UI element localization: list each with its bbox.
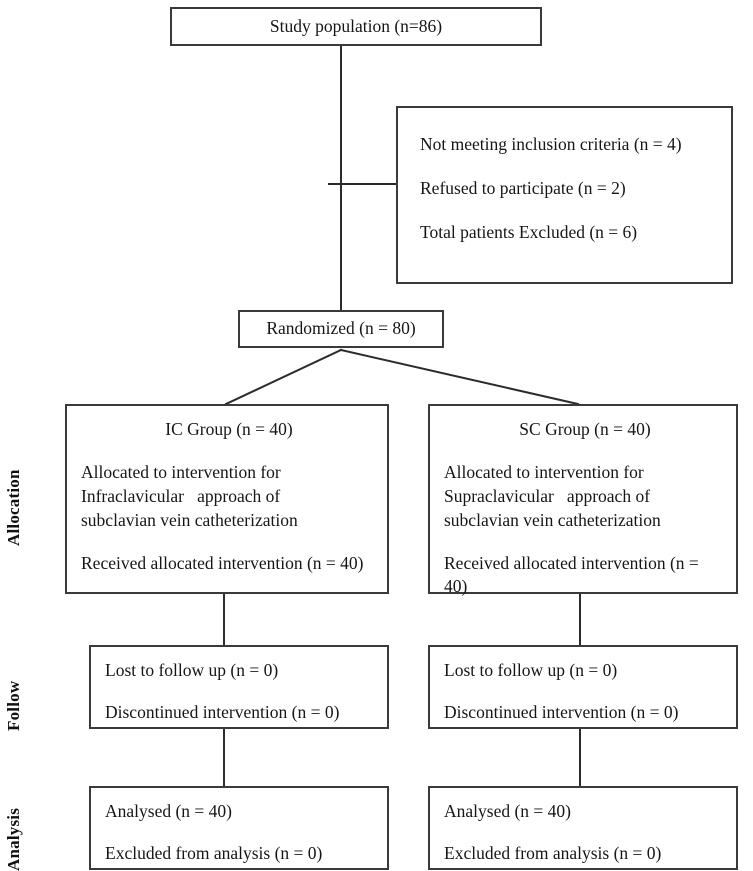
box-sc-analysis: Analysed (n = 40) Excluded from analysis… xyxy=(428,786,738,870)
randomized-text: Randomized (n = 80) xyxy=(266,318,416,339)
ic-allocated-line-3: subclavian vein catheterization xyxy=(81,510,298,531)
ic-follow-discontinued: Discontinued intervention (n = 0) xyxy=(105,702,340,723)
edge-randomized-to-ic xyxy=(224,348,343,406)
box-excluded: Not meeting inclusion criteria (n = 4) R… xyxy=(396,106,733,284)
sc-group-title: SC Group (n = 40) xyxy=(519,419,651,439)
ic-follow-lost: Lost to follow up (n = 0) xyxy=(105,660,279,680)
stage-label-follow: Follow xyxy=(4,680,23,731)
box-ic-group: IC Group (n = 40) Allocated to intervent… xyxy=(65,404,389,594)
excluded-line-total: Total patients Excluded (n = 6) xyxy=(420,222,638,243)
sc-analysis-excluded: Excluded from analysis (n = 0) xyxy=(444,843,662,864)
sc-allocated-line-3: subclavian vein catheterization xyxy=(444,510,661,531)
ic-allocated-line-2: Infraclavicular approach of xyxy=(81,486,281,507)
edge-randomized-to-sc xyxy=(339,348,580,406)
ic-group-allocated: Allocated to intervention for Infraclavi… xyxy=(81,461,377,532)
sc-group-received: Received allocated intervention (n = 40) xyxy=(444,553,704,597)
stage-label-analysis: Analysis xyxy=(4,807,23,871)
ic-group-received: Received allocated intervention (n = 40) xyxy=(81,553,364,574)
box-ic-follow-up: Lost to follow up (n = 0) Discontinued i… xyxy=(89,645,389,729)
ic-group-title: IC Group (n = 40) xyxy=(165,419,293,439)
box-ic-analysis: Analysed (n = 40) Excluded from analysis… xyxy=(89,786,389,870)
sc-allocated-line-2: Supraclavicular approach of xyxy=(444,486,651,507)
box-sc-follow-up: Lost to follow up (n = 0) Discontinued i… xyxy=(428,645,738,729)
ic-analysis-analysed: Analysed (n = 40) xyxy=(105,801,232,821)
sc-follow-discontinued: Discontinued intervention (n = 0) xyxy=(444,702,679,723)
sc-allocated-line-1: Allocated to intervention for xyxy=(444,462,644,483)
box-study-population: Study population (n=86) xyxy=(170,7,542,46)
excluded-line-refused: Refused to participate (n = 2) xyxy=(420,178,626,199)
excluded-line-not-meeting-criteria: Not meeting inclusion criteria (n = 4) xyxy=(420,134,682,154)
ic-analysis-excluded: Excluded from analysis (n = 0) xyxy=(105,843,323,864)
sc-follow-lost: Lost to follow up (n = 0) xyxy=(444,660,618,680)
study-population-text: Study population (n=86) xyxy=(269,15,443,36)
sc-group-allocated: Allocated to intervention for Supraclavi… xyxy=(444,461,726,532)
box-sc-group: SC Group (n = 40) Allocated to intervent… xyxy=(428,404,738,596)
box-randomized: Randomized (n = 80) xyxy=(238,310,444,348)
ic-allocated-line-1: Allocated to intervention for xyxy=(81,462,281,483)
sc-analysis-analysed: Analysed (n = 40) xyxy=(444,801,571,821)
stage-label-allocation: Allocation xyxy=(4,469,23,546)
